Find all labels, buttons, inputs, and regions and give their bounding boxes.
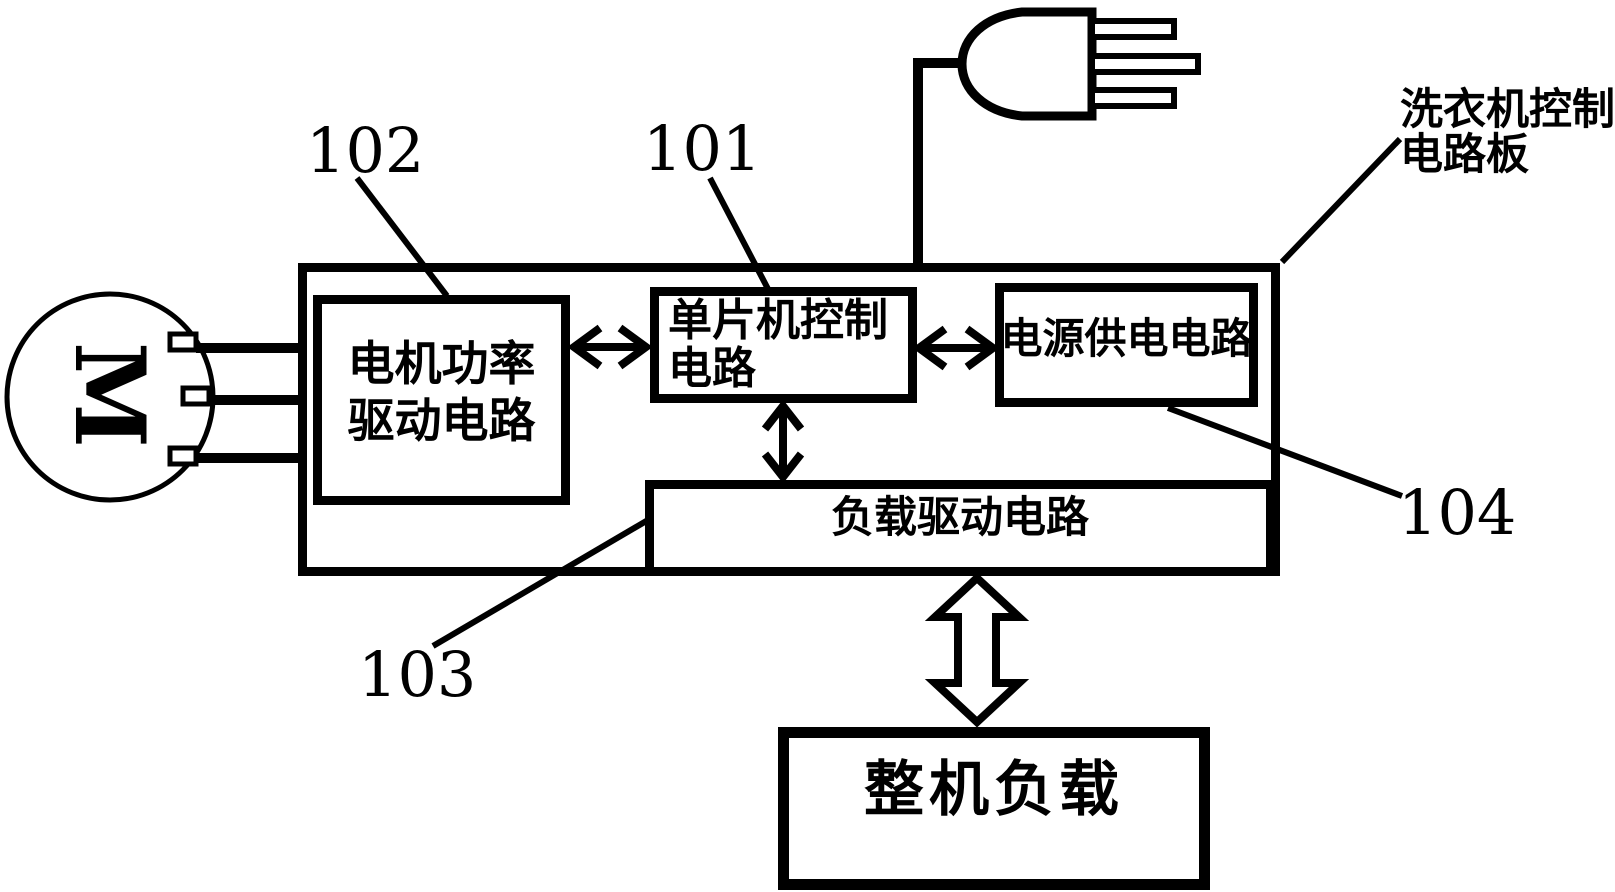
load-drive-label: 负载驱动电路 <box>831 493 1089 543</box>
mcu-control-label: 单片机控制 电路 <box>668 297 888 393</box>
plug-prong-icon <box>1089 87 1177 109</box>
ref-102: 102 <box>306 114 425 187</box>
hollow-double-arrow-icon <box>924 572 1030 728</box>
power-supply-label: 电源供电电路 <box>1000 314 1253 363</box>
motor-m-label: M <box>53 341 166 449</box>
motor-power-drive-line1: 电机功率 <box>347 337 536 392</box>
power-plug-icon <box>957 7 1097 121</box>
motor-power-drive-box <box>313 295 570 505</box>
motor-terminal-mark <box>167 445 199 467</box>
board-caption-line2: 电路板 <box>1400 130 1529 180</box>
mcu-control-line2: 电路 <box>668 343 756 394</box>
plug-power-cord <box>913 58 962 268</box>
board-caption-line1: 洗衣机控制 <box>1400 85 1615 135</box>
motor-power-drive-line2: 驱动电路 <box>347 394 536 449</box>
leader-board-label <box>1279 136 1403 265</box>
machine-load-label: 整机负载 <box>864 755 1124 825</box>
motor-power-drive-label: 电机功率 驱动电路 <box>318 336 565 450</box>
motor-terminal-mark <box>180 385 212 407</box>
plug-prong-icon <box>1089 53 1201 75</box>
machine-load-box <box>778 727 1210 890</box>
motor-terminal-mark <box>167 331 199 353</box>
mcu-control-line1: 单片机控制 <box>668 295 888 346</box>
plug-prong-icon <box>1089 18 1177 40</box>
ref-101: 101 <box>643 112 762 185</box>
ref-104: 104 <box>1398 476 1517 549</box>
ref-103: 103 <box>358 638 477 711</box>
board-caption: 洗衣机控制 电路板 <box>1400 88 1615 178</box>
